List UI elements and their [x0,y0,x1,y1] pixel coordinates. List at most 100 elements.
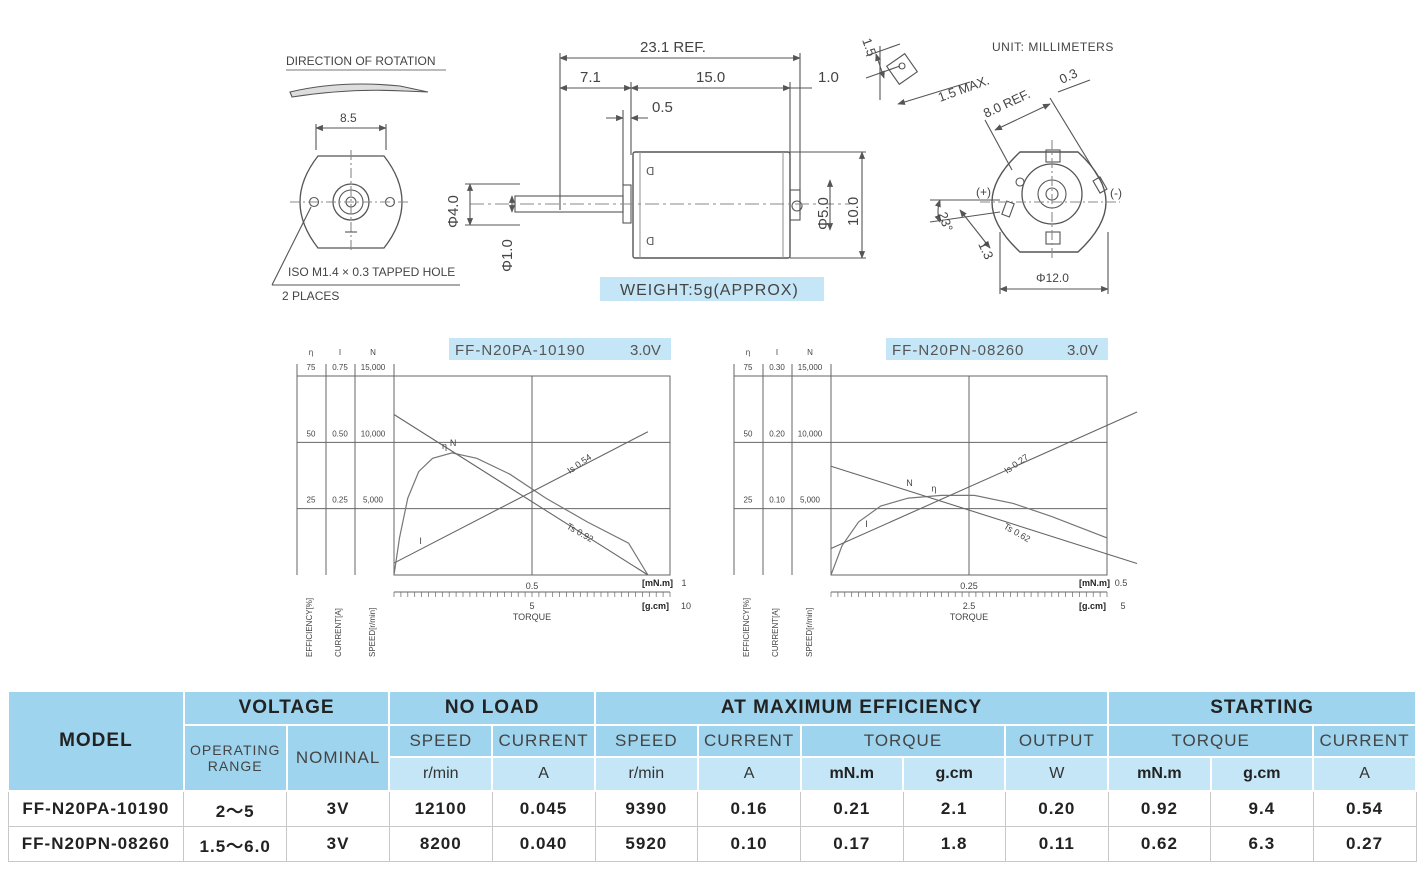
table-cell: 1.5～6.0 [183,826,288,862]
table-cell: 9.4 [1210,790,1314,827]
rear-view-drawing: 1.5 1.5 MAX. 8.0 REF. 0.3 23° 1.3 (+) (-… [859,36,1122,294]
dim-shaft-length: 7.1 [580,69,601,86]
efficiency-tick: 50 [744,429,753,438]
current-tick: 0.25 [332,496,348,505]
dim-term-width: 1.5 [859,36,879,58]
table-cell: FF-N20PA-10190 [7,790,185,827]
speed-tick: 15,000 [361,363,386,372]
front-body-outline [299,155,403,249]
efficiency-curve [831,494,1107,575]
table-cell: 0.16 [697,790,802,827]
table-cell: 0.54 [1312,790,1417,827]
efficiency-curve-label: η [442,441,447,451]
header-nominal: NOMINAL [285,724,391,792]
dim-term-pitch: 1.3 [975,239,996,262]
dim-overall-length: 23.1 REF. [640,39,706,56]
x-tick-mnm: 1 [681,578,686,588]
svg-text:ᗡ: ᗡ [646,236,654,248]
axis-head: N [370,348,376,357]
efficiency-axis-label: EFFICIENCY[%] [742,598,751,657]
x-tick-mnm: 0.25 [960,581,978,591]
axis-head: η [746,348,750,357]
efficiency-curve [394,452,649,575]
table-cell: 2.1 [902,790,1006,827]
speed-axis-label: SPEED[r/min] [368,608,377,657]
weight-box [600,277,824,301]
header-maxeff-current: CURRENT [696,724,802,758]
table-cell: 0.10 [697,826,802,862]
x-tick-gcm: 2.5 [963,601,976,611]
table-cell: 0.27 [1312,826,1417,862]
chart-title: FF-N20PN-08260 [892,342,1024,359]
speed-tick: 15,000 [798,363,823,372]
stall-torque-label: Ts 0.92 [565,521,595,544]
speed-curve [830,465,1138,565]
table-cell: 3V [286,826,390,862]
table-cell: 0.11 [1004,826,1109,862]
chart-title-box [886,338,1108,360]
unit-starting-torque-mnm: mN.m [1107,756,1212,792]
current-tick: 0.50 [332,429,348,438]
axis-head: η [309,348,313,357]
current-tick: 0.75 [332,363,348,372]
axis-head: I [776,348,778,357]
stall-current-label: Is 0.54 [565,452,593,476]
dim-term-max: 1.5 MAX. [936,72,991,104]
header-maxeff-speed: SPEED [594,724,699,758]
x-tick-gcm: 10 [681,601,691,611]
x-tick-mnm: 0.5 [1115,578,1128,588]
dim-bearing: 0.5 [652,99,673,116]
unit-noload-speed: r/min [388,756,494,792]
unit-noload-current: A [491,756,596,792]
speed-curve-label: N [906,478,913,488]
dim-boss-dia: Φ4.0 [445,195,462,228]
svg-text:ᗡ: ᗡ [646,166,654,178]
table-cell: 8200 [388,826,493,862]
table-cell: 6.3 [1210,826,1314,862]
axis-head: N [807,348,813,357]
dim-angle: 23° [935,210,956,234]
axis-head: I [339,348,341,357]
rotation-arrow-icon [289,83,429,98]
current-tick: 0.20 [769,429,785,438]
dim-bush-dia: Φ5.0 [815,197,832,230]
current-tick: 0.10 [769,496,785,505]
table-cell: 0.20 [1004,790,1109,827]
header-max-efficiency: AT MAXIMUM EFFICIENCY [593,690,1110,726]
table-cell: 2～5 [183,790,288,827]
curves [394,452,649,575]
unit-maxeff-torque-gcm: g.cm [901,756,1007,792]
unit-starting-torque-gcm: g.cm [1209,756,1315,792]
two-places-note: 2 PLACES [282,289,339,303]
current-curve-label: I [865,519,868,529]
efficiency-axis-label: EFFICIENCY[%] [305,598,314,657]
header-voltage: VOLTAGE [182,690,391,726]
dim-body-height: 10.0 [845,197,862,226]
current-curve [830,411,1138,549]
speed-axis-label: SPEED[r/min] [805,608,814,657]
dim-term-thk: 0.3 [1057,65,1080,86]
direction-of-rotation-label: DIRECTION OF ROTATION [286,54,436,68]
table-cell: 0.045 [491,790,596,827]
header-starting-current: CURRENT [1312,724,1417,758]
rear-body-outline [991,151,1107,253]
terminal-plus: (+) [976,185,991,199]
table-cell: 0.92 [1107,790,1212,827]
table-cell: 1.8 [902,826,1006,862]
unit-gcm: [g.cm] [642,601,669,611]
motor-body [632,151,791,259]
dim-shaft-dia: Φ1.0 [499,239,516,272]
current-tick: 0.30 [769,363,785,372]
curves [831,494,1107,575]
x-tick-gcm: 5 [1120,601,1125,611]
torque-label: TORQUE [513,612,551,622]
header-starting: STARTING [1107,690,1417,726]
unit-maxeff-output: W [1004,756,1110,792]
current-axis-label: CURRENT[A] [771,608,780,657]
speed-tick: 5,000 [800,496,821,505]
efficiency-tick: 25 [307,496,316,505]
x-tick-gcm: 5 [529,601,534,611]
table-cell: 0.21 [800,790,904,827]
